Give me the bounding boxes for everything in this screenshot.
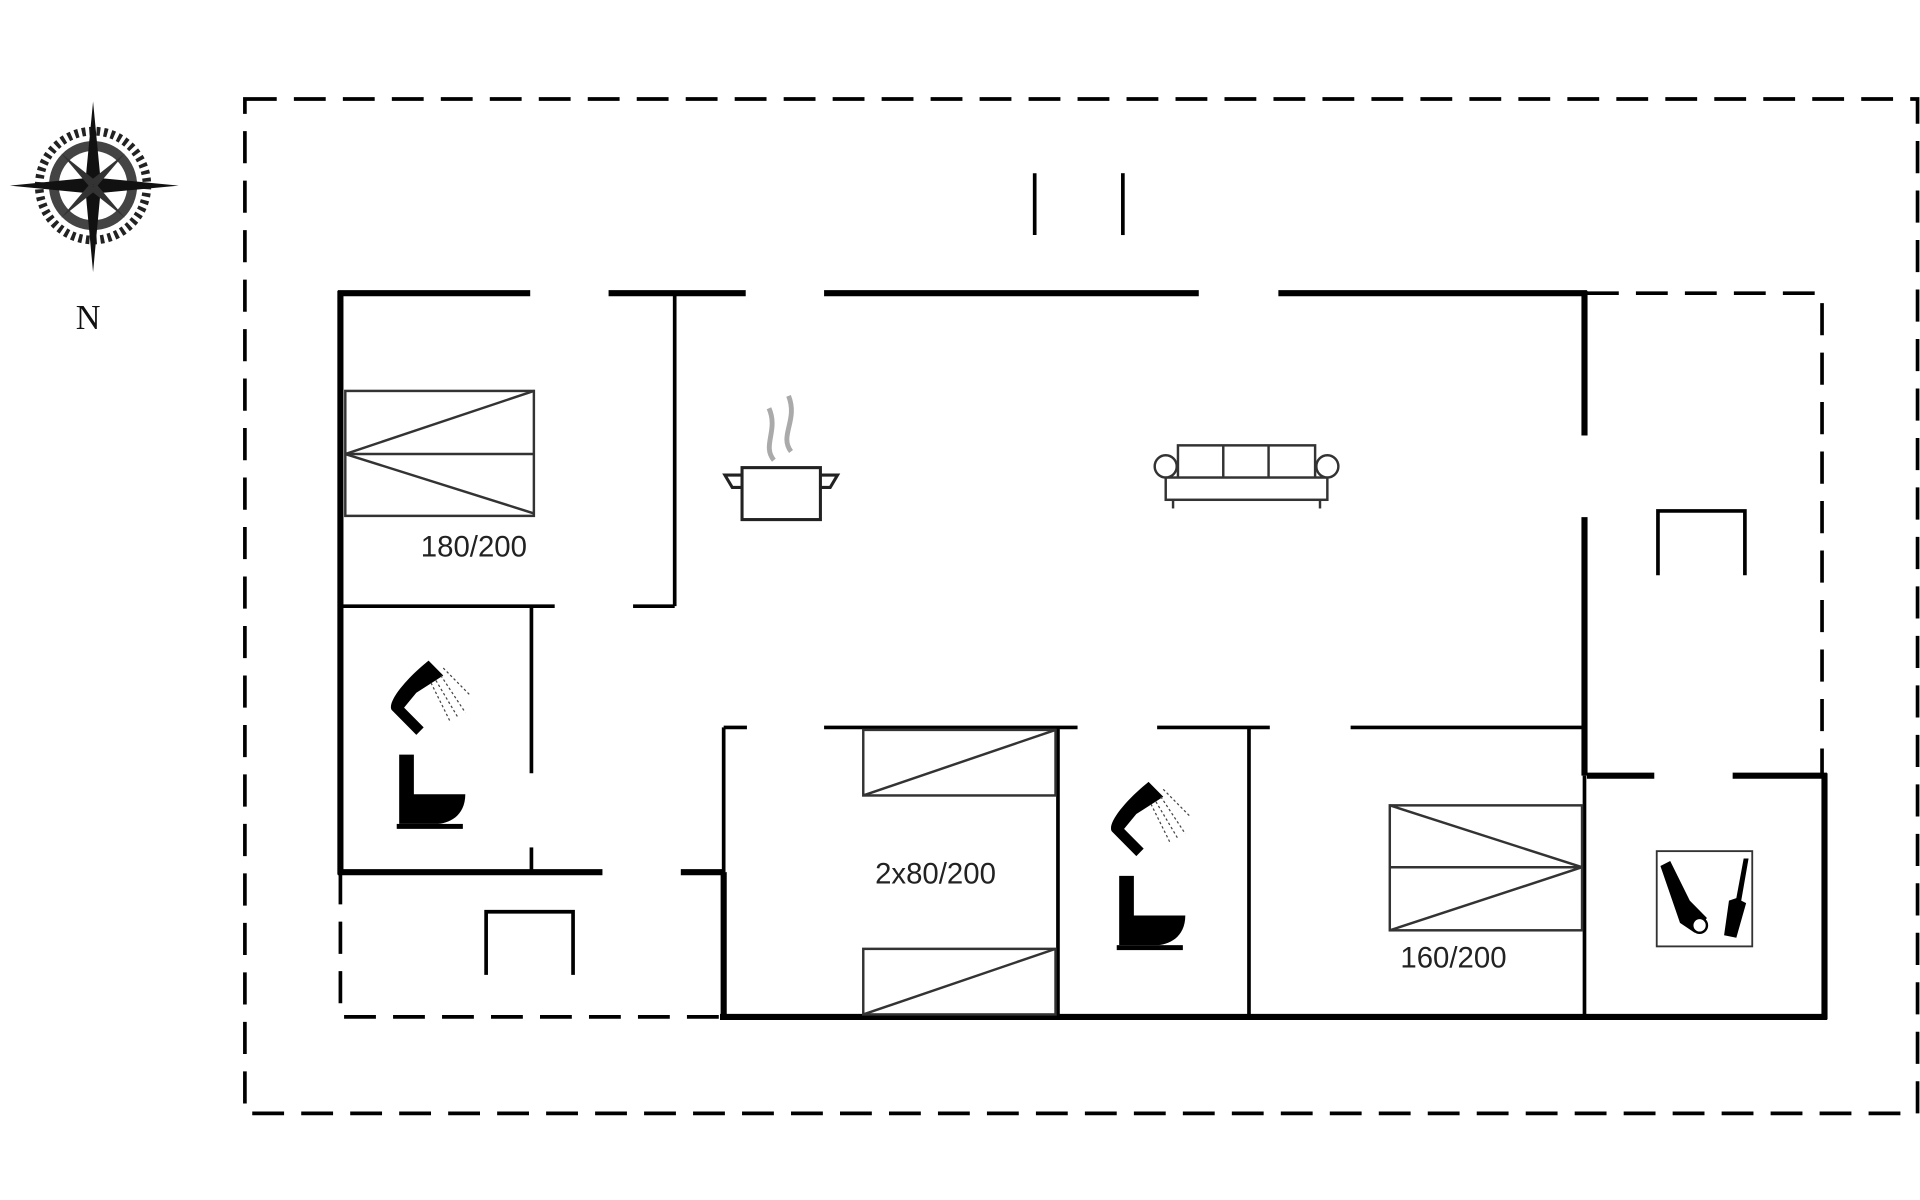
bed-size-label: 2x80/200 bbox=[875, 857, 996, 890]
outdoor-step-marker bbox=[484, 909, 575, 975]
shower-icon bbox=[390, 660, 471, 735]
double-bed-icon bbox=[344, 389, 536, 518]
cooking-pot-icon bbox=[722, 394, 841, 522]
plot-boundary bbox=[243, 97, 1920, 1116]
toilet-icon bbox=[396, 754, 466, 829]
outdoor-step-marker bbox=[1656, 509, 1747, 576]
terraces bbox=[338, 291, 1824, 1019]
toilet-icon bbox=[1116, 875, 1186, 951]
compass-north-label: N bbox=[76, 299, 101, 337]
walls bbox=[337, 290, 1828, 1020]
single-bed-icon bbox=[862, 728, 1057, 797]
utility-room-icon bbox=[1655, 850, 1754, 948]
bed-size-label: 160/200 bbox=[1400, 941, 1506, 974]
single-bed-icon bbox=[862, 947, 1057, 1016]
compass-rose-icon bbox=[9, 101, 179, 273]
shower-icon bbox=[1110, 781, 1191, 857]
bed-size-label: 180/200 bbox=[421, 531, 527, 564]
double-bed-icon bbox=[1388, 804, 1584, 932]
entrance-markers bbox=[1032, 173, 1125, 236]
sofa-icon bbox=[1153, 444, 1340, 509]
